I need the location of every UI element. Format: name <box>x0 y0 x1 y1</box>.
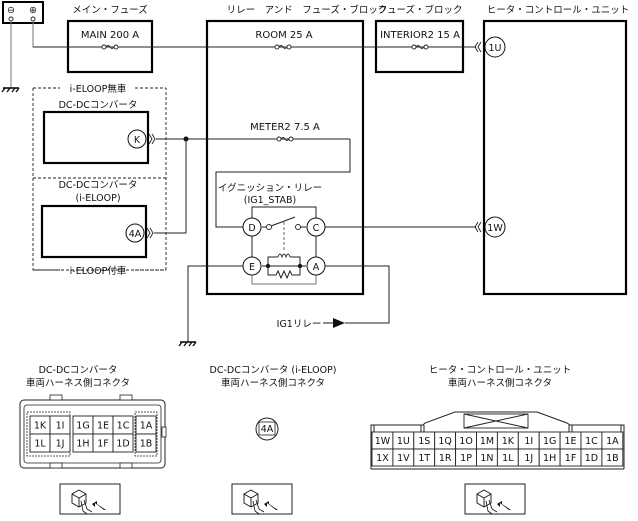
svg-text:A: A <box>313 262 320 273</box>
connector-heater-face <box>370 411 625 470</box>
connector-mark-icon <box>148 133 156 145</box>
svg-text:1U: 1U <box>489 43 502 54</box>
harness-side-view-icon <box>464 483 526 515</box>
interior2-fuse-label: INTERIOR2 15 A <box>380 30 460 41</box>
ignition-relay-title-2: (IG1_STAB) <box>244 195 296 206</box>
connector-heater-title-1: ヒータ・コントロール・ユニット <box>429 365 572 376</box>
connector-pin-label: 1C <box>117 421 130 432</box>
relay-fuse-block-box <box>205 19 365 296</box>
connector-pin-label: 1M <box>480 436 494 447</box>
battery-minus-terminal: ⊖ <box>7 5 15 16</box>
with-eloop-label: i-ELOOP付車 <box>70 265 127 277</box>
connector-pin-label: 1L <box>502 453 514 464</box>
connector-pin-label: 1B <box>606 453 619 464</box>
svg-text:C: C <box>313 223 320 234</box>
connector-pin-label: 1A <box>140 421 153 432</box>
ig1-relay-ref: IG1リレー <box>277 319 322 330</box>
connector-pin-label: 1V <box>397 453 410 464</box>
connector-pin-label: 1D <box>585 453 598 464</box>
connector-pin-label: 1E <box>565 436 577 447</box>
connector-pin-label: 1K <box>502 436 515 447</box>
connector-pin-label: 1B <box>140 439 153 450</box>
battery-positive-wire <box>32 21 60 48</box>
connector-pin-label: 1R <box>439 453 452 464</box>
i-eloop-group <box>32 87 167 271</box>
connector-pin-label: 1Q <box>438 436 452 447</box>
connector-pin-label: 1S <box>418 436 430 447</box>
ground-icon <box>1 87 20 93</box>
connector-cell <box>135 433 157 453</box>
pin-1u <box>484 36 506 58</box>
arrow-icon <box>333 318 345 328</box>
connector-pin-label: 1C <box>585 436 598 447</box>
connector-pin-label: 1F <box>565 453 577 464</box>
no-eloop-label: i-ELOOP無車 <box>70 83 127 95</box>
connector-pin-label: 1W <box>375 436 391 447</box>
connector-pin-label: 1I <box>524 436 533 447</box>
main-fuse-title: メイン・フューズ <box>72 4 148 16</box>
connector-pin-label: 1H <box>543 453 556 464</box>
relay-fuse-block-title: リレー アンド フューズ・ブロック <box>227 4 388 16</box>
connector-cell <box>49 433 71 453</box>
ignition-relay <box>251 206 317 285</box>
connector-heater-cells: 1W 1U 1S 1Q 1O 1M 1K 1I 1G 1E 1C 1A 1X 1V 1T 1R 1P 1N 1L 1J… <box>371 431 624 467</box>
room-fuse-label: ROOM 25 A <box>255 30 312 41</box>
connector-pin-label: 1J <box>56 439 65 450</box>
connector-pin-label: 1J <box>524 453 533 464</box>
dcdc-eloop-title-2: (i-ELOOP) <box>75 193 120 204</box>
main-fuse-label: MAIN 200 A <box>81 30 139 41</box>
ground-icon <box>178 341 197 347</box>
connector-pin-label: 1G <box>543 436 556 447</box>
connector-pin-label: 1T <box>418 453 430 464</box>
pin-4a <box>125 223 145 243</box>
connector-cell <box>601 448 624 467</box>
connector-pin-label: 1E <box>97 421 109 432</box>
connector-pin-label: 1F <box>97 439 109 450</box>
connector-mark-icon <box>474 41 482 53</box>
meter2-fuse-label: METER2 7.5 A <box>250 122 320 133</box>
connector-pin-label: 1K <box>34 421 47 432</box>
connector-pin-label: 1O <box>459 436 473 447</box>
svg-text:4A: 4A <box>129 229 142 240</box>
battery-plus-terminal: ⊕ <box>29 5 37 16</box>
connector-pin-label: 1L <box>34 439 46 450</box>
relay-pin-d <box>242 217 262 237</box>
connector-pin-label: 1A <box>606 436 619 447</box>
ignition-relay-title-1: イグニッション・リレー <box>218 182 322 194</box>
svg-text:E: E <box>249 262 255 273</box>
dcdc-title: DC-DCコンバータ <box>59 100 138 111</box>
connector-pin-label: 1N <box>480 453 493 464</box>
connector-dcdc-cells: 1K 1I 1G 1E 1C 1A 1L 1J 1H 1F 1D 1B <box>29 415 157 453</box>
heater-unit-title: ヒータ・コントロール・ユニット <box>487 5 630 16</box>
dcdc-eloop-title-1: DC-DCコンバータ <box>59 180 138 191</box>
connector-pin-4a: 4A <box>261 424 274 435</box>
connector-pin-label: 1H <box>76 439 89 450</box>
pin-k <box>127 129 147 149</box>
connector-mark-icon <box>146 227 154 239</box>
svg-text:K: K <box>134 135 141 146</box>
connector-dcdc-eloop-title-2: 車両ハーネス側コネクタ <box>221 377 325 389</box>
connector-pin-label: 1U <box>397 436 410 447</box>
connector-pin-label: 1G <box>76 421 89 432</box>
pin-1w <box>484 216 506 238</box>
connector-cell <box>112 433 134 453</box>
fuse-block-title: フューズ・ブロック <box>377 4 462 16</box>
connector-pin-label: 1P <box>460 453 472 464</box>
svg-text:D: D <box>248 223 255 234</box>
connector-heater-title-2: 車両ハーネス側コネクタ <box>448 377 552 389</box>
svg-text:1W: 1W <box>487 223 503 234</box>
connector-pin-label: 1I <box>56 421 65 432</box>
harness-side-view-icon <box>59 483 121 515</box>
connector-dcdc-title-1: DC-DCコンバータ <box>39 365 118 376</box>
connector-dcdc-eloop-title-1: DC-DCコンバータ (i-ELOOP) <box>210 365 337 376</box>
connector-dcdc-title-2: 車両ハーネス側コネクタ <box>26 377 130 389</box>
connector-pin-label: 1X <box>376 453 389 464</box>
connector-pin-label: 1D <box>116 439 129 450</box>
harness-side-view-icon <box>231 483 293 515</box>
battery: ⊖ ⊕ <box>2 1 44 24</box>
heater-unit-box <box>482 19 628 296</box>
